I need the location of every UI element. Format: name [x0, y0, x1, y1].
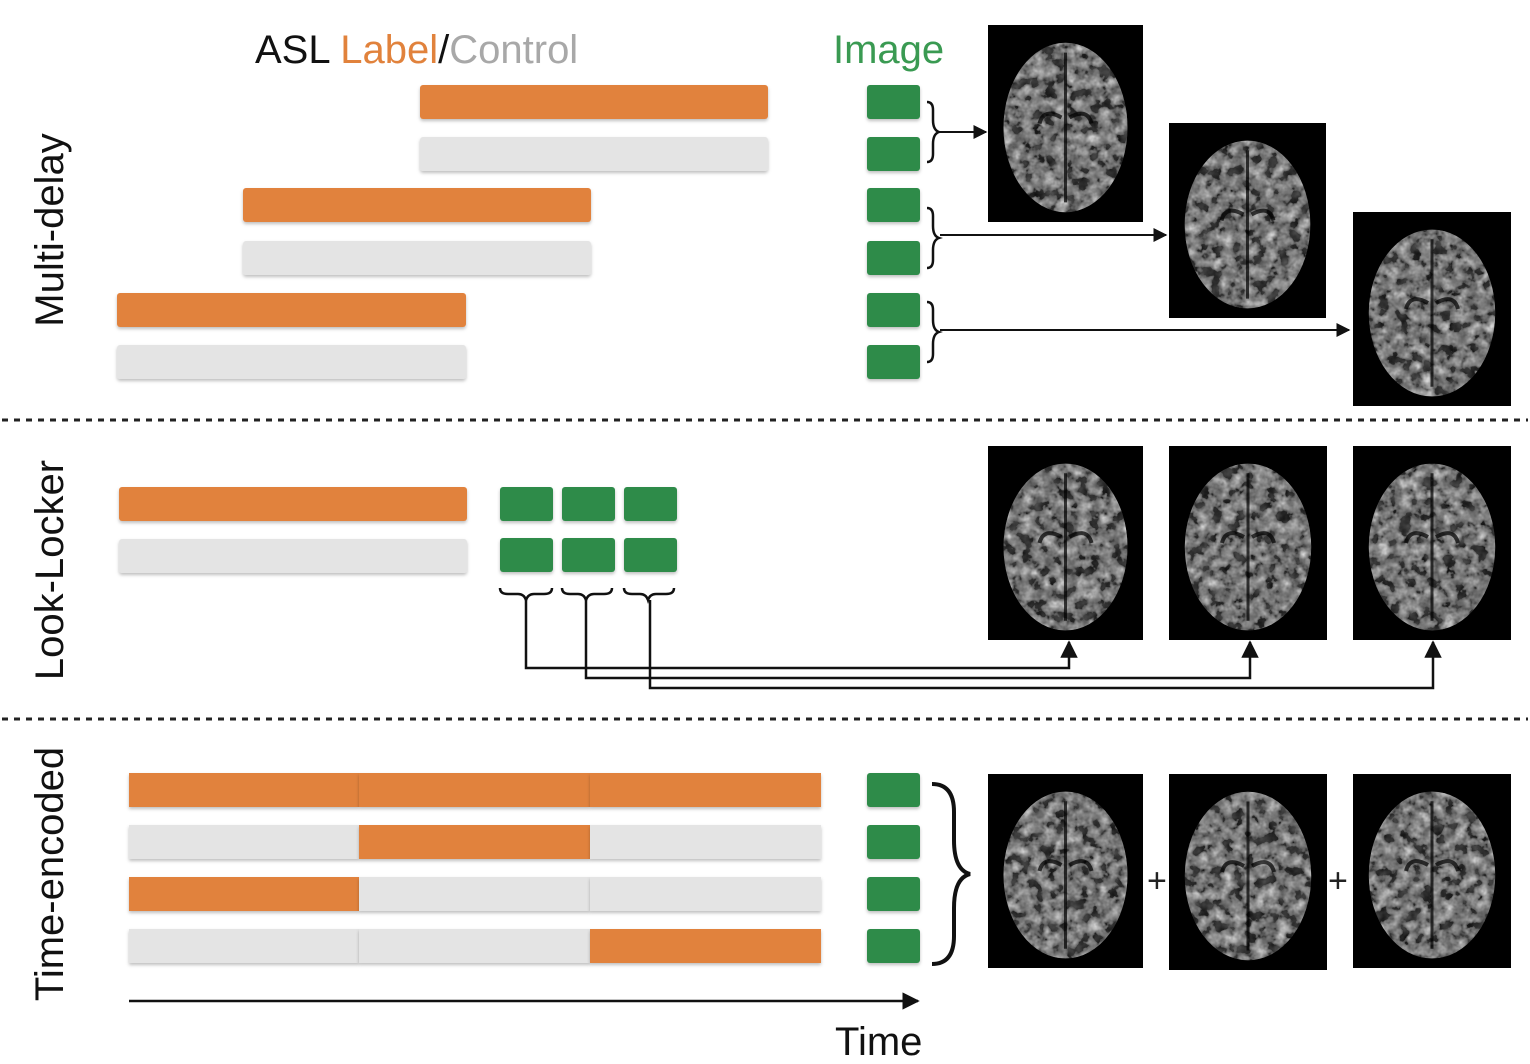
image-readout	[562, 538, 615, 572]
image-readout	[624, 538, 677, 572]
brain-slice-icon	[1353, 446, 1511, 640]
time-axis-label: Time	[835, 1020, 923, 1064]
control-bar	[117, 345, 466, 379]
brace-icon	[931, 782, 971, 966]
brace-icon	[926, 300, 943, 364]
image-readout	[867, 137, 920, 171]
plus-sign-2: +	[1328, 862, 1348, 900]
control-bar	[129, 929, 359, 963]
image-readout	[867, 241, 920, 275]
title-slash: /	[438, 28, 450, 72]
control-bar	[590, 825, 821, 859]
label-bar	[129, 877, 359, 911]
label-bar	[119, 487, 467, 521]
image-readout	[867, 773, 920, 807]
brain-slice-icon	[1353, 774, 1511, 968]
image-readout	[867, 825, 920, 859]
title-label: Label	[340, 28, 439, 72]
control-bar	[119, 539, 467, 573]
control-bar	[420, 137, 768, 171]
image-readout	[500, 538, 553, 572]
label-bar	[590, 773, 821, 807]
image-heading: Image	[833, 28, 945, 72]
look-locker-section	[119, 487, 1442, 690]
arrow-icon	[584, 600, 1259, 680]
brace-icon	[560, 587, 614, 604]
image-readout	[624, 487, 677, 521]
image-readout	[867, 85, 920, 119]
brain-slice-icon	[1169, 774, 1327, 970]
control-bar	[129, 825, 359, 859]
label-bar	[359, 773, 590, 807]
brain-slice-icon	[1169, 123, 1326, 318]
title-asl: ASL	[255, 28, 330, 72]
brace-icon	[926, 206, 943, 270]
brain-slice-icon	[988, 774, 1143, 968]
image-readout	[867, 188, 920, 222]
image-readout	[867, 929, 920, 963]
brain-slice-icon	[1353, 212, 1511, 406]
image-readout	[867, 345, 920, 379]
label-bar	[420, 85, 768, 119]
brain-slice-icon	[988, 446, 1143, 640]
control-bar	[359, 877, 590, 911]
brain-slice-icon	[988, 25, 1143, 222]
label-bar	[243, 188, 591, 222]
brace-icon	[622, 587, 676, 604]
arrow-icon	[524, 600, 1078, 670]
title-control: Control	[449, 28, 579, 72]
control-bar	[590, 877, 821, 911]
control-bar	[359, 929, 590, 963]
brace-icon	[926, 100, 943, 164]
brace-icon	[498, 587, 554, 604]
label-bar	[129, 773, 359, 807]
label-bar	[117, 293, 466, 327]
label-bar	[590, 929, 821, 963]
image-readout	[500, 487, 553, 521]
image-readout	[867, 877, 920, 911]
control-bar	[243, 241, 591, 275]
multi-delay-section	[117, 85, 1351, 379]
image-readout	[562, 487, 615, 521]
time-encoded-section	[129, 773, 971, 1010]
plus-sign-1: +	[1147, 862, 1167, 900]
image-readout	[867, 293, 920, 327]
brain-slice-icon	[1169, 446, 1327, 640]
header-title: ASL Label/Control	[255, 28, 578, 72]
arrow-icon	[648, 600, 1442, 690]
label-bar	[359, 825, 590, 859]
